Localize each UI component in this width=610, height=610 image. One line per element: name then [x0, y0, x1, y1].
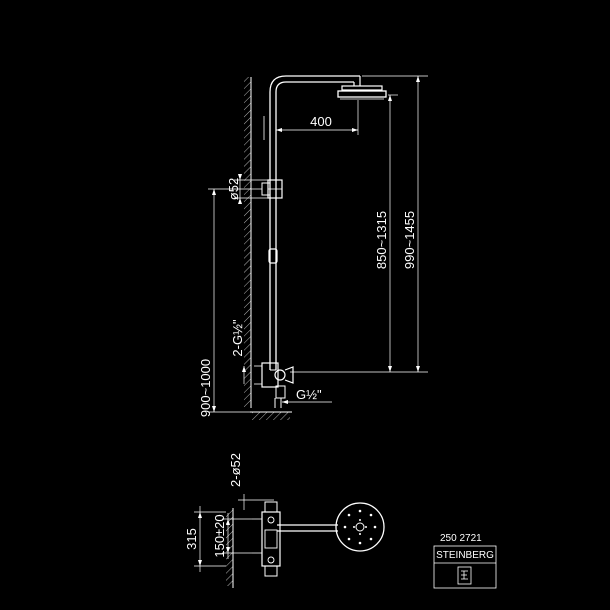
wall-connector-upper [261, 179, 283, 199]
dimension-plan-depth: 315 [184, 506, 226, 572]
dimension-arm-length: 400 [275, 100, 359, 135]
dimension-label-400: 400 [310, 114, 332, 129]
thermostat-mixer [254, 362, 294, 408]
plan-head-shower [335, 502, 385, 552]
riser-rail [263, 92, 277, 370]
brand-logo-icon [457, 566, 472, 585]
elevation-view: 400 ø52 850~1315 990~1455 [198, 75, 428, 420]
dimension-label-plan-diameters: 2-ø52 [228, 453, 243, 487]
article-number: 250 2721 [440, 533, 482, 544]
dimension-label-990-1455: 990~1455 [402, 211, 417, 269]
dimension-label-900-1000: 900~1000 [198, 359, 213, 417]
dimension-upper-height: 850~1315 [290, 94, 398, 373]
dimension-inlet-threads: 2-G½" [230, 319, 246, 384]
dimension-label-inlet-threads: 2-G½" [230, 319, 245, 357]
dimension-label-850-1315: 850~1315 [374, 211, 389, 269]
plan-view: 2-ø52 150±20 315 [184, 453, 385, 588]
brand-name: STEINBERG [436, 550, 494, 561]
wall-hatching [244, 77, 251, 407]
dimension-total-height: 990~1455 [362, 75, 428, 373]
floor-hatching [252, 412, 290, 420]
dimension-plan-diameters: 2-ø52 [228, 453, 274, 510]
dimension-label-outlet-thread: G½" [296, 387, 322, 402]
dimension-plan-centres: 150±20 [212, 513, 252, 559]
title-block: 250 2721 STEINBERG [433, 533, 497, 589]
plan-head-nozzles [343, 509, 377, 545]
plan-shower-arm [277, 524, 338, 532]
dimension-label-plan-centres: 150±20 [212, 514, 227, 557]
hand-shower-slider [268, 248, 278, 264]
plan-mixer-body [252, 501, 281, 577]
dimension-label-plan-depth: 315 [184, 528, 199, 550]
shower-arm [269, 75, 361, 93]
title-block-frame [433, 545, 497, 589]
head-shower [337, 85, 387, 100]
dimension-lower-height: 900~1000 [198, 188, 262, 417]
dimension-outlet-thread: G½" [282, 387, 332, 404]
